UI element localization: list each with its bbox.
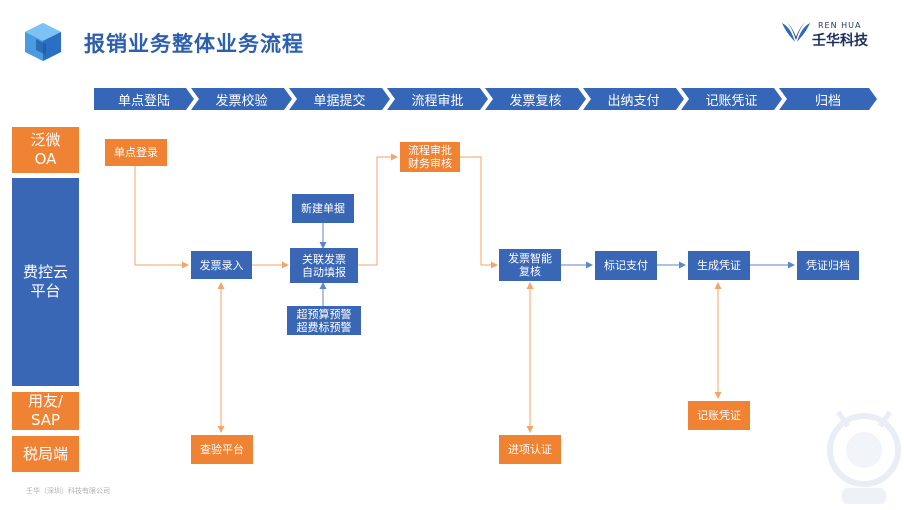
hexagon-cube-icon [25, 23, 61, 61]
node-budget-warning: 超预算预警 超费标预警 [287, 306, 361, 335]
node-sso: 单点登录 [105, 139, 167, 166]
phase-6: 出纳支付 [583, 88, 684, 110]
node-link-invoice: 关联发票 自动填报 [290, 248, 358, 283]
node-invoice-entry: 发票录入 [191, 251, 252, 279]
node-book-voucher: 记账凭证 [688, 401, 750, 430]
node-archive: 凭证归档 [797, 251, 859, 280]
lane-tax: 税局端 [12, 436, 79, 472]
lane-sap: 用友/ SAP [12, 392, 79, 430]
lane-cloud: 费控云 平台 [12, 178, 79, 386]
bird-wings-icon [782, 22, 810, 42]
lane-oa: 泛微 OA [12, 127, 79, 173]
page-title: 报销业务整体业务流程 [84, 32, 304, 56]
node-check-platform: 查验平台 [191, 435, 253, 464]
arrow-sso-to-entry [134, 166, 189, 269]
node-smart-review: 发票智能 复核 [499, 249, 561, 281]
node-mark-payment: 标记支付 [595, 251, 657, 280]
node-new-doc: 新建单据 [292, 194, 354, 223]
phase-1: 单点登陆 [94, 88, 194, 110]
phase-4: 流程审批 [387, 88, 488, 110]
phase-8: 归档 [779, 88, 877, 110]
phase-2: 发票校验 [191, 88, 292, 110]
brand-name: 壬华科技 [812, 33, 868, 49]
phase-5: 发票复核 [485, 88, 586, 110]
phase-7: 记账凭证 [681, 88, 782, 110]
node-input-cert: 进项认证 [499, 435, 561, 464]
phase-3: 单据提交 [289, 88, 390, 110]
brand-subtitle: REN HUA [818, 21, 862, 30]
arrow-approval-to-review [460, 156, 498, 269]
node-approval: 流程审批 财务审核 [400, 142, 460, 172]
node-generate-voucher: 生成凭证 [688, 251, 750, 280]
footer-company: 壬华（深圳）科技有限公司 [26, 487, 110, 495]
arrow-link-to-approval [358, 153, 398, 266]
robot-watermark-icon [827, 410, 901, 504]
